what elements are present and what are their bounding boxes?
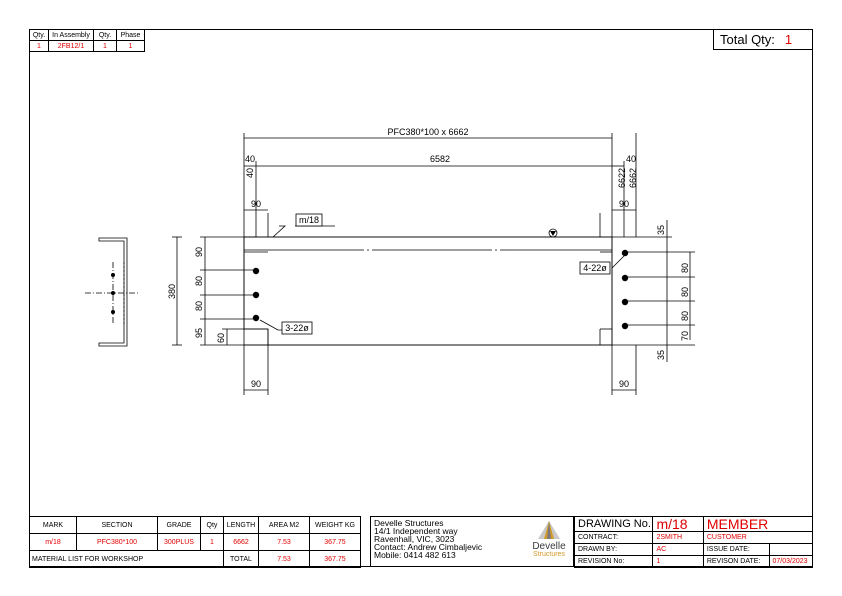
material-footer-label: MATERIAL LIST FOR WORKSHOP <box>29 550 224 568</box>
mat-header: AREA M2 <box>258 516 310 534</box>
mat-cell: PFC380*100 <box>76 533 158 551</box>
mat-header: LENGTH <box>223 516 259 534</box>
mat-header: GRADE <box>157 516 201 534</box>
mat-cell: 7.53 <box>258 533 310 551</box>
mat-cell: m/18 <box>29 533 77 551</box>
left-dim: 95 <box>194 328 204 338</box>
hole <box>252 267 260 275</box>
mat-header: Qty <box>200 516 224 534</box>
issue-date-value <box>768 543 813 556</box>
mat-cell: 300PLUS <box>157 533 201 551</box>
hole <box>111 291 115 295</box>
holes <box>111 249 629 330</box>
drawing-no-label: DRAWING No. <box>573 516 654 532</box>
revision-no-label: REVISION No: <box>573 555 654 568</box>
company-address: Develle Structures 14/1 Independent way … <box>370 516 574 567</box>
company-line: 14/1 Independent way <box>374 526 458 536</box>
company-line: Contact: Andrew Cimbaljevic <box>374 542 483 552</box>
logo-sub: Structures <box>533 551 565 558</box>
company-line: Mobile: 0414 482 613 <box>374 550 456 560</box>
dim-left-90-top: 90 <box>251 199 261 209</box>
dim-left-90-bottom: 90 <box>251 379 261 389</box>
drawn-by-label: DRAWN BY: <box>573 543 654 556</box>
overall-height: 380 <box>167 284 177 299</box>
drawn-by-value: AC <box>652 543 704 556</box>
cell-qty: 1 <box>29 40 49 52</box>
mat-header: WEIGHT KG <box>309 516 361 534</box>
dim-6662: 6662 <box>628 168 638 188</box>
dim-span: 6582 <box>430 154 450 164</box>
mark-tag-box <box>295 213 323 227</box>
contract-label: CONTRACT: <box>573 531 654 544</box>
drawing-no: m/18 <box>652 516 704 532</box>
company-logo: Develle Structures <box>529 520 569 559</box>
mat-cell: 6662 <box>223 533 259 551</box>
left-holes-tag: 3-22ø <box>285 323 309 333</box>
dim-left-vert: 40 <box>245 168 255 178</box>
member-label: MEMBER <box>702 516 814 532</box>
cell-in-assembly: 2FB12/1 <box>48 40 94 52</box>
left-dim-60: 60 <box>216 333 226 343</box>
right-dim: 80 <box>680 311 690 321</box>
logo-name: Develle <box>532 541 566 552</box>
mat-cell: 367.75 <box>309 533 361 551</box>
contract-value: 2SMITH <box>652 531 704 544</box>
develle-logo-icon <box>538 521 560 539</box>
revision-date-value: 07/03/2023 <box>768 555 813 568</box>
right-dim: 35 <box>656 225 666 235</box>
right-dim: 80 <box>680 263 690 273</box>
right-dim: 35 <box>656 350 666 360</box>
customer-label: CUSTOMER <box>702 531 814 544</box>
title-block: MARK SECTION GRADE Qty LENGTH AREA M2 WE… <box>29 516 814 568</box>
assembly-table: Qty. In Assembly Qty. Phase 1 2FB12/1 1 … <box>29 29 145 52</box>
total-label: TOTAL <box>223 550 259 568</box>
left-dim: 80 <box>194 276 204 286</box>
hole <box>621 274 629 282</box>
left-dim: 90 <box>194 247 204 257</box>
drawing-title: PFC380*100 x 6662 <box>387 127 468 137</box>
hole <box>621 249 629 257</box>
hole <box>252 291 260 299</box>
right-holes-tag-box <box>579 261 611 275</box>
channel-section <box>98 237 128 347</box>
dim-right-90-bottom: 90 <box>619 379 629 389</box>
hole <box>111 310 115 314</box>
mat-cell: 1 <box>200 533 224 551</box>
total-qty-value: 1 <box>784 32 793 47</box>
total-qty-label: Total Qty: <box>720 32 775 47</box>
revision-no-value: 1 <box>652 555 704 568</box>
revision-date-label: REVISON DATE: <box>702 555 770 568</box>
mark-tag: m/18 <box>299 215 319 225</box>
left-holes-tag-box <box>281 321 313 335</box>
company-line: Develle Structures <box>374 518 444 528</box>
hole <box>111 273 115 277</box>
total-qty-box: Total Qty: 1 <box>713 29 813 50</box>
mat-header: MARK <box>29 516 77 534</box>
dim-right-90-top: 90 <box>619 199 629 209</box>
right-holes-tag: 4-22ø <box>583 263 607 273</box>
weld-symbol-icon <box>548 228 558 238</box>
left-dim: 80 <box>194 301 204 311</box>
drawing-meta: DRAWING No. m/18 MEMBER CONTRACT: 2SMITH… <box>573 516 814 568</box>
cell-phase: 1 <box>116 40 145 52</box>
hole <box>621 322 629 330</box>
material-table: MARK SECTION GRADE Qty LENGTH AREA M2 WE… <box>29 516 361 568</box>
hole <box>621 298 629 306</box>
total-area: 7.53 <box>258 550 310 568</box>
company-line: Ravenhall, VIC, 3023 <box>374 534 455 544</box>
issue-date-label: ISSUE DATE: <box>702 543 770 556</box>
hole <box>252 314 260 322</box>
right-dim: 70 <box>680 331 690 341</box>
dim-right-end: 40 <box>626 154 636 164</box>
total-weight: 367.75 <box>309 550 361 568</box>
mat-header: SECTION <box>76 516 158 534</box>
dim-left-end: 40 <box>245 154 255 164</box>
right-dim: 80 <box>680 287 690 297</box>
dim-6622: 6622 <box>617 168 627 188</box>
